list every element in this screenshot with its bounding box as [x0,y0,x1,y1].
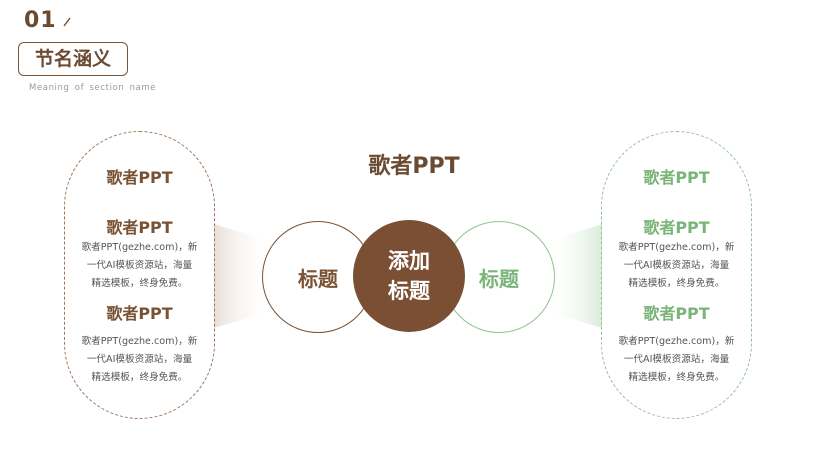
left-item-1-title: 歌者PPT [106,218,173,237]
right-beam [546,224,602,328]
left-circle-label: 标题 [298,266,338,291]
left-item-1-desc: 歌者PPT(gezhe.com)，新 一代AI模板资源站，海量 精选模板，终身免… [81,242,198,289]
section-subtitle: Meaning of section name [29,83,157,93]
center-circle-line-2: 标题 [388,279,430,303]
section-title-box [18,42,128,76]
section-title: 节名涵义 [34,48,111,70]
right-circle-label: 标题 [479,266,519,291]
section-number: 01 [24,8,57,33]
main-title: 歌者PPT [368,154,460,179]
right-item-2-desc: 歌者PPT(gezhe.com)，新 一代AI模板资源站，海量 精选模板，终身免… [618,336,735,383]
left-item-2-title: 歌者PPT [106,304,173,323]
right-item-2-title: 歌者PPT [643,304,710,323]
left-beam [214,224,272,328]
right-heading: 歌者PPT [643,168,710,187]
left-pill-frame [64,131,215,419]
right-item-1-desc: 歌者PPT(gezhe.com)，新 一代AI模板资源站，海量 精选模板，终身免… [618,242,735,289]
slash-icon [63,17,71,27]
right-item-1-title: 歌者PPT [643,218,710,237]
right-pill-frame [601,131,752,419]
center-circle: 添加 标题 [353,220,465,332]
left-heading: 歌者PPT [106,168,173,187]
left-item-2-desc: 歌者PPT(gezhe.com)，新 一代AI模板资源站，海量 精选模板，终身免… [81,336,198,383]
center-circle-line-1: 添加 [388,249,430,273]
